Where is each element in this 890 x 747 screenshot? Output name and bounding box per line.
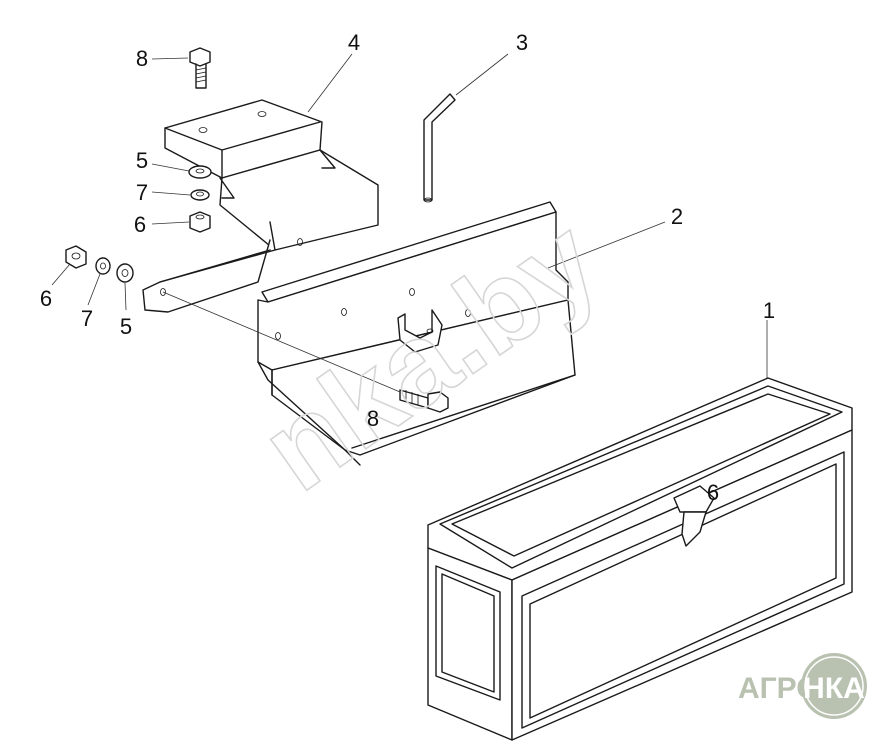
- washer-left-part: [116, 263, 134, 283]
- callout-latch: 6: [707, 480, 719, 505]
- leader-lines: [51, 53, 768, 393]
- callout-nut-left: 6: [40, 286, 52, 311]
- nut-top-part: [189, 211, 211, 233]
- callout-nut-top: 6: [134, 212, 146, 237]
- callout-bolt-top: 8: [136, 46, 148, 71]
- agronka-logo: АГРО НКА: [738, 653, 867, 719]
- lockwasher-left-part: [95, 257, 111, 275]
- callout-bolt-bottom: 8: [367, 406, 379, 431]
- toolbox-part: [427, 377, 853, 741]
- callout-labels: 8 4 3 2 1 5 7 6 6 7 5 8 6: [40, 30, 775, 505]
- rail-part: [257, 201, 576, 466]
- washer-top-part: [188, 165, 212, 179]
- callout-bracket: 4: [348, 30, 360, 55]
- logo-circle-ring: [804, 656, 864, 716]
- callout-washer-left: 5: [120, 314, 132, 339]
- callout-lockwasher-top: 7: [136, 180, 148, 205]
- bracket-part: [142, 99, 379, 313]
- callout-lockwasher-left: 7: [81, 306, 93, 331]
- callout-pin: 3: [516, 30, 528, 55]
- logo-circle-text: НКА: [803, 672, 865, 705]
- callout-washer-top: 5: [136, 148, 148, 173]
- callout-rail: 2: [671, 204, 683, 229]
- pin-part: [423, 93, 456, 203]
- lockwasher-top-part: [190, 189, 210, 201]
- bolt-top-part: [189, 47, 211, 89]
- callout-box: 1: [763, 298, 775, 323]
- bolt-bottom-part: [399, 389, 449, 413]
- logo-circle: [801, 653, 867, 719]
- nut-left-part: [65, 245, 87, 269]
